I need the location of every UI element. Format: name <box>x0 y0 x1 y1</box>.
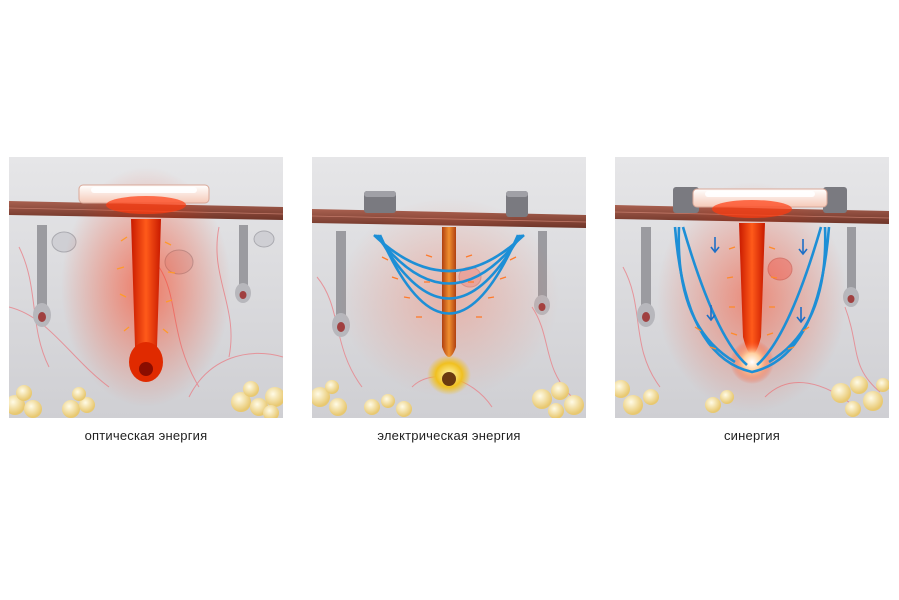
current-arrows <box>381 254 517 318</box>
light-emission <box>106 196 186 214</box>
hair-papilla-right <box>847 295 855 303</box>
target-hair-bulb-glow <box>730 340 774 384</box>
heat-sparks <box>116 236 176 334</box>
electrical-energy-illustration <box>312 157 586 418</box>
applicator-highlight <box>705 191 815 197</box>
panel-optical-energy <box>9 157 283 418</box>
target-hair-follicle <box>739 223 765 355</box>
optical-energy-illustration <box>9 157 283 418</box>
target-hair-papilla <box>139 362 153 376</box>
target-hair-follicle <box>442 227 456 357</box>
applicator-highlight <box>91 187 197 193</box>
electrode-left-top <box>364 191 396 197</box>
electrode-right <box>506 191 528 217</box>
hair-papilla-left <box>642 312 650 322</box>
fat-cells <box>9 381 283 418</box>
hair-follicle-left <box>37 225 47 317</box>
fat-cells <box>312 380 584 418</box>
heat-sparks <box>694 246 810 350</box>
hair-follicle-right <box>239 225 248 296</box>
light-emission <box>712 200 792 218</box>
electrode-right-top <box>506 191 528 197</box>
current-lines <box>673 226 831 374</box>
target-hair-papilla <box>442 372 456 386</box>
pressure-arrows <box>706 237 808 324</box>
electrode-right <box>823 187 847 213</box>
caption-synergy: синергия <box>723 428 781 443</box>
caption-optical-energy: оптическая энергия <box>84 428 208 443</box>
sebaceous-gland <box>253 230 275 248</box>
hair-follicle-left <box>641 227 651 317</box>
target-hair-follicle <box>131 219 161 367</box>
current-lines <box>373 234 525 315</box>
hair-papilla-left <box>38 312 46 322</box>
caption-electrical-energy: электрическая энергия <box>377 428 521 443</box>
fat-cells <box>615 376 889 417</box>
panel-electrical-energy <box>312 157 586 418</box>
hair-follicle-right <box>847 227 856 298</box>
panel-synergy <box>615 157 889 418</box>
synergy-illustration <box>615 157 889 418</box>
hair-papilla-right <box>239 291 247 299</box>
hair-papilla-left <box>337 322 345 332</box>
